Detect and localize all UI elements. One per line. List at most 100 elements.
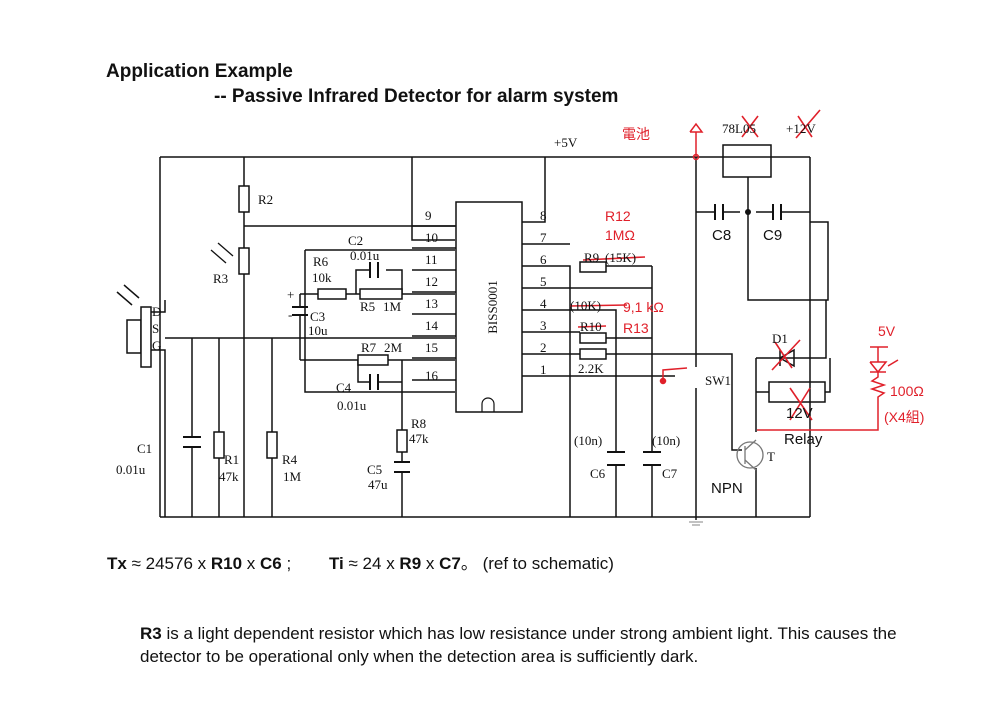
label-r8: R8 [411, 416, 426, 431]
value-c2: 0.01u [350, 248, 380, 263]
value-c3: 10u [308, 323, 328, 338]
description-text: is a light dependent resistor which has … [140, 624, 897, 666]
resistor-r2 [238, 185, 250, 213]
ic-pin-7: 7 [540, 230, 547, 245]
ground-icon [689, 521, 703, 526]
battery-arrow-icon [659, 122, 704, 385]
annotation-led-supply: 5V [878, 323, 896, 339]
ic-pin-5: 5 [540, 274, 547, 289]
ldr-light-rays-icon [210, 242, 234, 264]
ic-pin-8: 8 [540, 208, 547, 223]
value-r-2k2: 2.2K [578, 361, 604, 376]
tx-capacitor: C6 [259, 554, 282, 573]
crossout-marks [569, 109, 821, 421]
value-r5: 1M [383, 299, 402, 314]
ti-label: Ti [328, 554, 344, 573]
ti-times: x [421, 554, 440, 573]
tx-times: x [242, 554, 260, 573]
relay-voltage: 12V [786, 405, 813, 422]
ic-pin-15: 15 [425, 340, 438, 355]
ic-pin-2: 2 [540, 340, 547, 355]
ti-expression: ≈ 24 x [343, 554, 400, 573]
value-r4: 1M [283, 469, 302, 484]
annotation-led-resistor: 100Ω [890, 383, 924, 399]
label-c7: C7 [662, 466, 678, 481]
resistor-r6 [317, 288, 347, 300]
capacitors [183, 204, 782, 473]
value-c4: 0.01u [337, 398, 367, 413]
light-ray-icon [116, 291, 133, 306]
annotation-r12-name: R12 [605, 208, 631, 224]
resistors [213, 185, 607, 459]
label-r9: R9 [584, 250, 599, 265]
ic-pin-6: 6 [540, 252, 547, 267]
label-r10: R10 [580, 319, 602, 334]
resistor-r9 [579, 261, 607, 273]
label-c9: C9 [763, 227, 782, 244]
label-plus5v: +5V [554, 135, 578, 150]
tx-resistor: R10 [210, 554, 243, 573]
label-c3: C3 [310, 309, 325, 324]
label-c2: C2 [348, 233, 363, 248]
c3-plus-sign: + [287, 287, 294, 302]
wires [150, 144, 831, 520]
label-r5: R5 [360, 299, 375, 314]
npn-transistor-icon [736, 439, 764, 471]
label-c5: C5 [367, 462, 382, 477]
led-indicator-circuit [757, 346, 899, 431]
transistor-type: NPN [711, 480, 743, 497]
annotation-r13-name: R13 [623, 320, 649, 336]
annotation-r13-value: 9,1 kΩ [623, 299, 664, 315]
pir-sensor [116, 284, 152, 368]
label-transistor-t: T [767, 449, 775, 464]
ic-pin-4: 4 [540, 296, 547, 311]
label-c6: C6 [590, 466, 606, 481]
sensor-pin-s: S [152, 321, 159, 336]
label-r2: R2 [258, 192, 273, 207]
annotation-r12-value: 1MΩ [605, 227, 635, 243]
value-c7: (10n) [652, 433, 680, 448]
ic-pin-10: 10 [425, 230, 438, 245]
label-r6: R6 [313, 254, 329, 269]
tx-expression: ≈ 24576 x [126, 554, 211, 573]
resistor-r1 [213, 431, 225, 459]
label-r3: R3 [213, 271, 228, 286]
label-r1: R1 [224, 452, 239, 467]
resistor-r8 [396, 429, 408, 453]
label-c8: C8 [712, 227, 731, 244]
value-r10: (10K) [570, 298, 601, 313]
value-c1: 0.01u [116, 462, 146, 477]
timing-formula: Tx ≈ 24576 x R10 x C6 ; Ti ≈ 24 x R9 x C… [107, 549, 614, 574]
ic-pin-3: 3 [540, 318, 547, 333]
resistor-r7 [357, 354, 389, 366]
tx-label: Tx [107, 554, 127, 573]
label-d1: D1 [772, 331, 788, 346]
ti-capacitor: C7 [439, 554, 461, 573]
ti-resistor: R9 [399, 554, 422, 573]
ic-biss0001: BISS0001 [455, 201, 523, 413]
ic-pin-9: 9 [425, 208, 432, 223]
label-r7: R7 [361, 340, 377, 355]
resistor-r3 [238, 247, 250, 275]
label-c4: C4 [336, 380, 352, 395]
c3-minus-sign: - [288, 307, 292, 322]
value-r6: 10k [312, 270, 332, 285]
label-plus12v: +12V [786, 121, 816, 136]
value-r7: 2M [384, 340, 403, 355]
label-sw1: SW1 [705, 373, 731, 388]
sensor-pin-g: G [152, 338, 161, 353]
value-r9: (15K) [605, 250, 636, 265]
value-c5: 47u [368, 477, 388, 492]
description-paragraph: R3 is a light dependent resistor which h… [140, 622, 900, 668]
value-c6: (10n) [574, 433, 602, 448]
sensor-pin-d: D [152, 304, 161, 319]
resistor-r4 [266, 431, 278, 459]
resistor-r5 [359, 288, 403, 300]
ic-pin-13: 13 [425, 296, 438, 311]
ic-pin-14: 14 [425, 318, 439, 333]
junction-dot [745, 209, 751, 215]
ic-name: BISS0001 [485, 280, 500, 333]
ic-pin-12: 12 [425, 274, 438, 289]
